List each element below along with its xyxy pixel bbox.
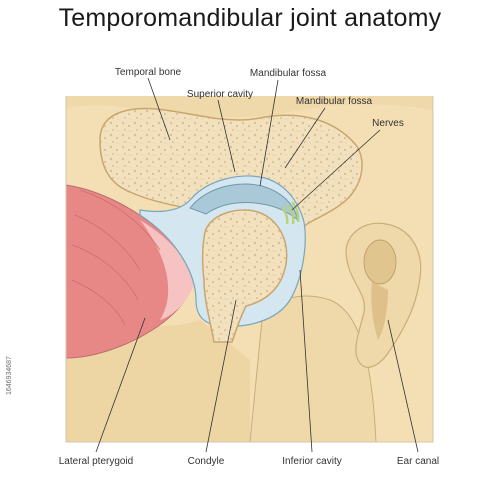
temporal-bone [99, 107, 363, 234]
muscle-fibers [71, 189, 161, 326]
leader-mandibular-fossa-1 [259, 79, 279, 187]
leader-lateral-pterygoid [95, 317, 146, 453]
leader-nerves [291, 129, 381, 211]
label-condyle: Condyle [188, 456, 225, 467]
label-ear-canal: Ear canal [397, 456, 439, 467]
label-superior-cavity: Superior cavity [187, 89, 253, 100]
label-lateral-pterygoid: Lateral pterygoid [59, 456, 134, 467]
watermark-id: 1646934687 [6, 356, 13, 395]
muscle-tendon [140, 220, 195, 320]
leader-ear-canal [387, 319, 419, 453]
leader-temporal-bone [147, 77, 171, 141]
diagram-title: Temporomandibular joint anatomy [58, 4, 442, 32]
leader-mandibular-fossa-2 [284, 107, 326, 169]
diagram-frame [65, 96, 434, 443]
leader-inferior-cavity [299, 269, 313, 453]
mandibular-condyle [201, 209, 288, 343]
leader-condyle [205, 299, 237, 453]
label-temporal-bone: Temporal bone [115, 67, 182, 78]
ear-canal-tube [371, 282, 388, 340]
label-nerves: Nerves [372, 118, 404, 129]
leader-lines [95, 77, 419, 453]
label-mandibular-fossa-2: Mandibular fossa [296, 96, 373, 107]
leader-superior-cavity [217, 99, 236, 173]
ear-canal-opening [363, 239, 397, 285]
label-mandibular-fossa-1: Mandibular fossa [250, 68, 327, 79]
label-inferior-cavity: Inferior cavity [282, 456, 341, 467]
nerve-fibers [281, 201, 300, 225]
upper-soft-tissue [66, 96, 433, 118]
